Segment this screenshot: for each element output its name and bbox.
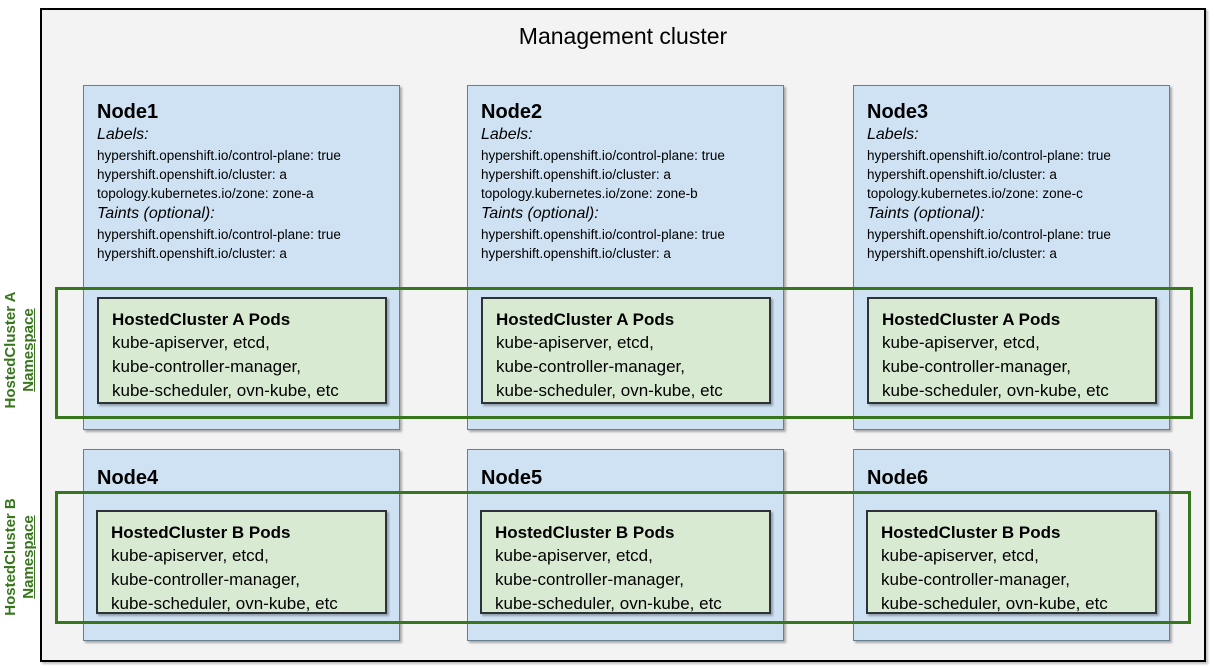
- node5-box: Node5 HostedCluster B Pods kube-apiserve…: [467, 449, 784, 641]
- namespace-label-line2: Namespace: [20, 308, 37, 392]
- node1-taints-heading: Taints (optional):: [97, 205, 215, 222]
- node2-taints-heading: Taints (optional):: [481, 205, 599, 222]
- hostedcluster-a-namespace-label: HostedCluster A Namespace: [2, 265, 44, 435]
- node1-label-line: hypershift.openshift.io/cluster: a: [97, 167, 287, 182]
- namespace-label-line2: Namespace: [20, 515, 37, 599]
- pods-line: kube-controller-manager,: [112, 357, 301, 376]
- pods-title: HostedCluster B Pods: [881, 523, 1061, 542]
- pods-line: kube-apiserver, etcd,: [111, 546, 269, 565]
- node2-taint-line: hypershift.openshift.io/cluster: a: [481, 246, 671, 261]
- pods-line: kube-controller-manager,: [495, 570, 684, 589]
- pods-title: HostedCluster B Pods: [495, 523, 675, 542]
- node1-label-line: topology.kubernetes.io/zone: zone-a: [97, 186, 314, 201]
- management-cluster-title: Management cluster: [518, 23, 728, 49]
- node4-title: Node4: [97, 467, 159, 489]
- node3-label-line: hypershift.openshift.io/cluster: a: [867, 167, 1057, 182]
- node2-title: Node2: [481, 101, 543, 123]
- pods-line: kube-scheduler, ovn-kube, etc: [495, 594, 722, 613]
- node4-hostedcluster-b-pods-box: HostedCluster B Pods kube-apiserver, etc…: [96, 510, 387, 614]
- node3-label-line: hypershift.openshift.io/control-plane: t…: [867, 148, 1111, 163]
- pods-line: kube-scheduler, ovn-kube, etc: [112, 381, 339, 400]
- node5-hostedcluster-b-pods-box: HostedCluster B Pods kube-apiserver, etc…: [480, 510, 771, 614]
- pods-line: kube-apiserver, etcd,: [495, 546, 653, 565]
- pods-line: kube-scheduler, ovn-kube, etc: [882, 381, 1109, 400]
- namespace-label-line1: HostedCluster B: [2, 498, 19, 616]
- node3-label-line: topology.kubernetes.io/zone: zone-c: [867, 186, 1083, 201]
- pods-title: HostedCluster A Pods: [882, 310, 1061, 329]
- pods-line: kube-apiserver, etcd,: [496, 333, 654, 352]
- pods-line: kube-controller-manager,: [111, 570, 300, 589]
- node6-hostedcluster-b-pods-box: HostedCluster B Pods kube-apiserver, etc…: [866, 510, 1157, 614]
- hostedcluster-a-namespace-outline: [55, 287, 1193, 419]
- node1-label-line: hypershift.openshift.io/control-plane: t…: [97, 148, 341, 163]
- pods-line: kube-apiserver, etcd,: [881, 546, 1039, 565]
- pods-line: kube-scheduler, ovn-kube, etc: [111, 594, 338, 613]
- node3-taint-line: hypershift.openshift.io/control-plane: t…: [867, 227, 1111, 242]
- pods-title: HostedCluster B Pods: [111, 523, 291, 542]
- node2-label-line: topology.kubernetes.io/zone: zone-b: [481, 186, 698, 201]
- pods-line: kube-scheduler, ovn-kube, etc: [496, 381, 723, 400]
- node1-title: Node1: [97, 101, 159, 123]
- node2-label-line: hypershift.openshift.io/control-plane: t…: [481, 148, 725, 163]
- node3-hostedcluster-a-pods-box: HostedCluster A Pods kube-apiserver, etc…: [867, 297, 1157, 404]
- node2-label-line: hypershift.openshift.io/cluster: a: [481, 167, 671, 182]
- hostedcluster-b-namespace-label: HostedCluster B Namespace: [2, 472, 44, 642]
- pods-line: kube-controller-manager,: [881, 570, 1070, 589]
- node4-box: Node4 HostedCluster B Pods kube-apiserve…: [83, 449, 400, 641]
- node3-labels-heading: Labels:: [867, 126, 919, 143]
- node3-taints-heading: Taints (optional):: [867, 205, 985, 222]
- node2-taint-line: hypershift.openshift.io/control-plane: t…: [481, 227, 725, 242]
- node6-box: Node6 HostedCluster B Pods kube-apiserve…: [853, 449, 1170, 641]
- node1-box: Node1 Labels: hypershift.openshift.io/co…: [83, 85, 400, 430]
- node2-labels-heading: Labels:: [481, 126, 533, 143]
- pods-line: kube-apiserver, etcd,: [112, 333, 270, 352]
- node1-hostedcluster-a-pods-box: HostedCluster A Pods kube-apiserver, etc…: [97, 297, 387, 404]
- pods-line: kube-scheduler, ovn-kube, etc: [881, 594, 1108, 613]
- node1-taint-line: hypershift.openshift.io/control-plane: t…: [97, 227, 341, 242]
- namespace-label-line1: HostedCluster A: [2, 291, 19, 409]
- node6-title: Node6: [867, 467, 929, 489]
- node2-hostedcluster-a-pods-box: HostedCluster A Pods kube-apiserver, etc…: [481, 297, 771, 404]
- node3-title: Node3: [867, 101, 929, 123]
- pods-title: HostedCluster A Pods: [112, 310, 291, 329]
- pods-title: HostedCluster A Pods: [496, 310, 675, 329]
- node5-title: Node5: [481, 467, 543, 489]
- hostedcluster-b-namespace-outline: [55, 491, 1191, 624]
- pods-line: kube-controller-manager,: [882, 357, 1071, 376]
- node1-taint-line: hypershift.openshift.io/cluster: a: [97, 246, 287, 261]
- node2-box: Node2 Labels: hypershift.openshift.io/co…: [467, 85, 784, 430]
- node1-labels-heading: Labels:: [97, 126, 149, 143]
- node3-taint-line: hypershift.openshift.io/cluster: a: [867, 246, 1057, 261]
- pods-line: kube-controller-manager,: [496, 357, 685, 376]
- pods-line: kube-apiserver, etcd,: [882, 333, 1040, 352]
- node3-box: Node3 Labels: hypershift.openshift.io/co…: [853, 85, 1170, 430]
